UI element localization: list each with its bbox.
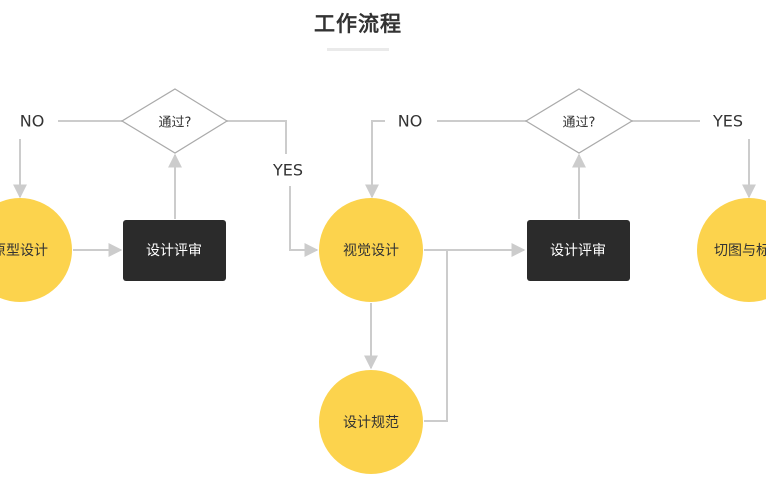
title-underline bbox=[327, 48, 389, 51]
node-slicing-label: 切图与标注 bbox=[714, 243, 766, 259]
page-title: 工作流程 bbox=[314, 12, 402, 36]
node-slicing-circle bbox=[697, 198, 766, 302]
edge-check1-yes-upper bbox=[227, 120, 287, 154]
node-review2-label: 设计评审 bbox=[550, 243, 606, 259]
edge-label-yes-2: YES bbox=[712, 111, 744, 131]
node-check1-diamond bbox=[120, 88, 229, 154]
node-check1-label: 通过? bbox=[158, 115, 192, 131]
edge-spec-to-join bbox=[424, 251, 448, 422]
edge-no2-to-visual bbox=[365, 120, 385, 199]
node-review2-box bbox=[527, 220, 630, 281]
node-review1-box bbox=[123, 220, 226, 281]
edge-label-no-1: NO bbox=[19, 111, 45, 131]
node-prototype-circle bbox=[0, 198, 72, 302]
node-spec-circle bbox=[319, 370, 423, 474]
edge-label-no-2: NO bbox=[397, 111, 423, 131]
edge-label-yes-1: YES bbox=[272, 160, 304, 180]
node-check2-diamond bbox=[524, 88, 634, 154]
edge-yes1-to-visual bbox=[289, 186, 319, 257]
node-spec-label: 设计规范 bbox=[343, 415, 399, 431]
node-visual-label: 视觉设计 bbox=[343, 243, 399, 259]
node-review1-label: 设计评审 bbox=[146, 243, 202, 259]
node-prototype-label: 原型设计 bbox=[0, 243, 48, 259]
node-visual-circle bbox=[319, 198, 423, 302]
node-check2-label: 通过? bbox=[562, 115, 596, 131]
